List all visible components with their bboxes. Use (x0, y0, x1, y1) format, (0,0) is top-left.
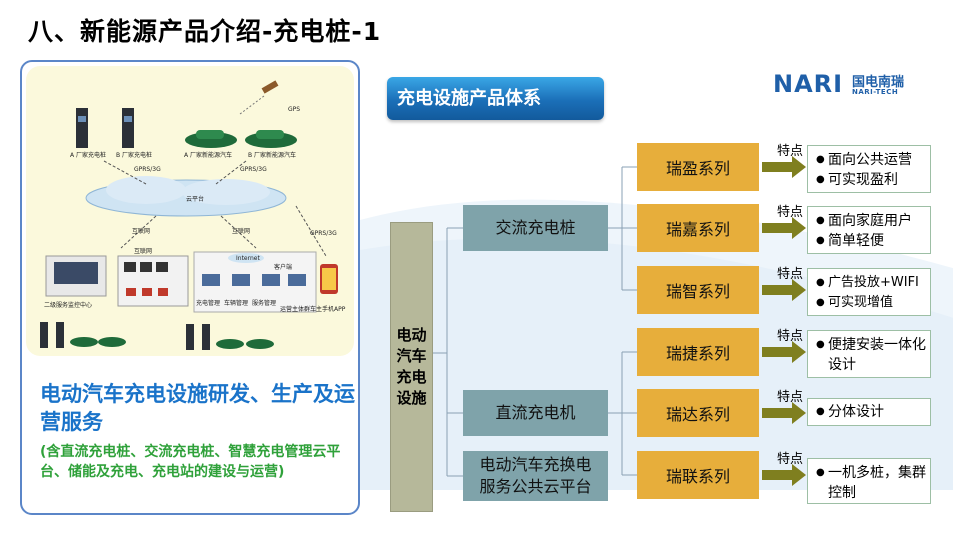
label-internet-box: Internet (236, 255, 260, 262)
nari-logo-brand: NARI (773, 70, 844, 98)
series-node-ruilian: 瑞联系列 (637, 451, 759, 499)
label-service-mgmt: 服务管理 (252, 300, 277, 307)
series-label: 瑞嘉系列 (665, 220, 730, 239)
feature-tag: 特点 (777, 267, 804, 282)
nari-logo-en: NARI-TECH (852, 88, 899, 96)
type-node-label: 直流充电机 (495, 403, 576, 422)
type-node-dc-charger: 直流充电机 (463, 390, 608, 436)
label-cloud: 云平台 (186, 196, 205, 203)
feature-item: 面向家庭用户 (816, 211, 926, 231)
label-car-a: A 厂家新能源汽车 (184, 152, 233, 159)
root-node-label: 电动汽车充电设施 (396, 326, 427, 407)
left-info-panel: GPS A 厂家充电桩 B 厂家充电桩 A 厂家新能源汽车 B 厂家新能源汽车 … (20, 60, 360, 515)
series-node-ruiying: 瑞盈系列 (637, 143, 759, 191)
feature-tag: 特点 (777, 390, 804, 405)
label-charger-a: A 厂家充电桩 (70, 152, 107, 159)
series-label: 瑞联系列 (665, 467, 730, 486)
feature-item: 广告投放+WIFI (816, 273, 926, 293)
label-operator: 运营主体群 (280, 306, 311, 313)
label-internet-mid: 互联网 (134, 248, 153, 255)
feature-item: 可实现增值 (816, 293, 926, 313)
feature-box-ruizhi: 广告投放+WIFI 可实现增值 (807, 268, 931, 316)
nari-logo-cn: 国电南瑞 (852, 75, 905, 90)
label-billing: 充电管理 (196, 300, 221, 307)
type-node-label: 电动汽车充换电服务公共云平台 (479, 455, 592, 496)
feature-arrows (762, 156, 806, 486)
panel-heading: 电动汽车充电设施研发、生产及运营服务 (40, 382, 355, 434)
feature-tag: 特点 (777, 144, 804, 159)
feature-box-ruilian: 一机多桩，集群控制 (807, 458, 931, 504)
label-gps: GPS (288, 106, 301, 113)
feature-tag: 特点 (777, 452, 804, 467)
series-label: 瑞捷系列 (665, 344, 730, 363)
feature-item: 面向公共运营 (816, 150, 926, 170)
label-gprs-mid: GPRS/3G (240, 166, 267, 173)
label-car-b: B 厂家新能源汽车 (248, 152, 297, 159)
network-illustration: GPS A 厂家充电桩 B 厂家充电桩 A 厂家新能源汽车 B 厂家新能源汽车 … (26, 66, 354, 356)
type-node-label: 交流充电桩 (495, 218, 576, 237)
label-gprs-right: GPRS/3G (310, 230, 337, 237)
feature-tag: 特点 (777, 329, 804, 344)
label-gprs-left: GPRS/3G (134, 166, 161, 173)
feature-item: 可实现盈利 (816, 170, 926, 190)
label-internet-left: 互联网 (132, 228, 151, 235)
feature-box-ruijia: 面向家庭用户 简单轻便 (807, 206, 931, 254)
series-node-ruizhi: 瑞智系列 (637, 266, 759, 314)
series-label: 瑞盈系列 (665, 159, 730, 178)
label-client: 客户端 (274, 264, 293, 271)
feature-item: 便捷安装一体化设计 (816, 335, 926, 375)
type-node-ac-charger: 交流充电桩 (463, 205, 608, 251)
feature-item: 简单轻便 (816, 231, 926, 251)
feature-item: 分体设计 (816, 402, 926, 422)
type-node-cloud-platform: 电动汽车充换电服务公共云平台 (463, 451, 608, 501)
label-internet-right: 互联网 (232, 228, 251, 235)
label-vehicle-mgmt: 车辆管理 (224, 300, 249, 307)
feature-tag: 特点 (777, 205, 804, 220)
series-label: 瑞达系列 (665, 405, 730, 424)
series-label: 瑞智系列 (665, 282, 730, 301)
feature-box-ruida: 分体设计 (807, 398, 931, 426)
series-node-ruida: 瑞达系列 (637, 389, 759, 437)
page-title: 八、新能源产品介绍-充电桩-1 (28, 17, 382, 46)
label-charger-b: B 厂家充电桩 (116, 152, 153, 159)
series-node-ruijia: 瑞嘉系列 (637, 204, 759, 252)
feature-box-ruijie: 便捷安装一体化设计 (807, 330, 931, 378)
feature-item: 一机多桩，集群控制 (816, 463, 926, 503)
feature-box-ruiying: 面向公共运营 可实现盈利 (807, 145, 931, 193)
panel-subtitle: (含直流充电桩、交流充电桩、智慧充电管理云平台、储能及充电、充电站的建设与运营) (40, 444, 341, 480)
series-node-ruijie: 瑞捷系列 (637, 328, 759, 376)
label-app: 车主手机APP (310, 306, 346, 313)
network-graphic (40, 80, 338, 350)
label-monitor-center: 二级服务监控中心 (44, 302, 93, 309)
product-system-header: 充电设施产品体系 (387, 77, 604, 120)
root-node-ev-charging: 电动汽车充电设施 (390, 222, 433, 512)
